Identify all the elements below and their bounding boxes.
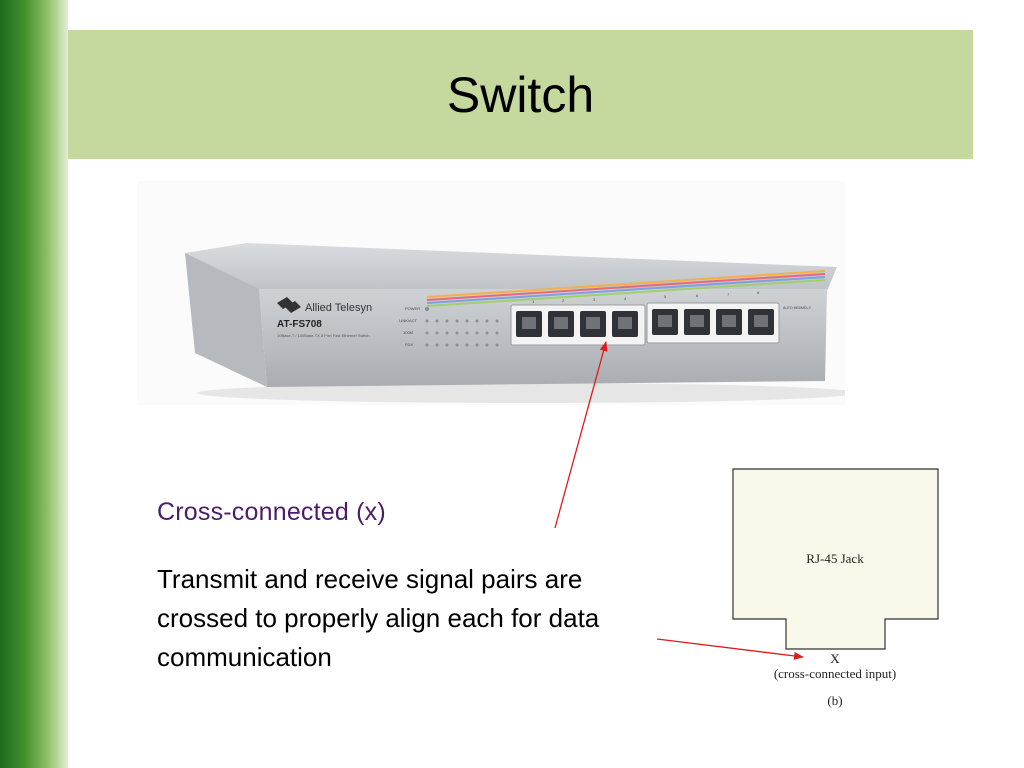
port-number-3: 3 [593,297,596,302]
port-number-2: 2 [562,298,565,303]
port-number-8: 8 [757,290,760,295]
figure-label: (b) [827,693,842,708]
side-decorative-bar [0,0,68,768]
led-label-linkact: LINK/ACT [399,318,418,323]
pin-label: X [830,651,840,666]
title-band: Switch [68,30,973,159]
port-number-6: 6 [696,293,699,298]
slide-title: Switch [446,66,595,123]
led-label-100m: 100M [403,330,413,335]
port-number-7: 7 [727,292,730,297]
led-indicators [425,307,499,347]
arrow-to-pin [656,638,804,660]
ethernet-ports [516,309,774,337]
port-number-4: 4 [624,296,627,301]
auto-mdi-label: AUTO MDI/MDI-X [783,306,812,310]
allied-telesyn-logo [277,297,301,313]
switch-photo: Allied Telesyn AT-FS708 10Base-T / 100Ba… [137,181,845,405]
brand-label: Allied Telesyn [305,302,372,314]
rj45-jack-outline [732,468,939,650]
model-label: AT-FS708 [277,319,322,330]
rj45-jack-label: RJ-45 Jack [806,551,864,566]
port-number-1: 1 [532,299,535,304]
led-label-power: POWER [405,306,420,311]
body-paragraph: Transmit and receive signal pairs are cr… [157,564,600,672]
led-label-fdx: FDX [405,342,413,347]
pin-caption: (cross-connected input) [774,666,896,681]
port-number-5: 5 [664,294,667,299]
section-heading: Cross-connected (x) [157,498,386,526]
model-subtitle: 10Base-T / 100Base-TX 8 Port Fast Ethern… [277,333,370,338]
